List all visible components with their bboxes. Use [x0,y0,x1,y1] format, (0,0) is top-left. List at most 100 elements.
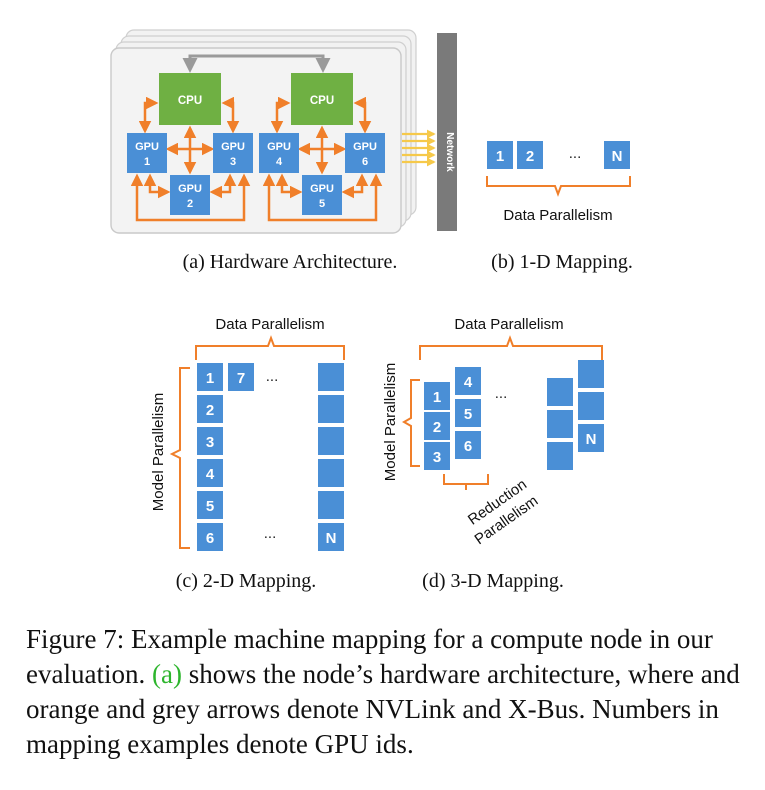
gpu-box [213,133,253,173]
subfigure-caption: (a) Hardware Architecture. [183,251,398,273]
network-arrows [402,129,436,167]
gpu-box [127,133,167,173]
gpu-cell [197,459,223,487]
gpu-stack-last: N [547,360,604,470]
gpu-cell-label: 6 [464,438,472,455]
gpu-label: GPU [221,141,245,153]
gpu-cell [455,367,481,395]
cpu-box [291,73,353,125]
gpu-cell [197,491,223,519]
gpu-cell-label: 3 [433,449,441,466]
xbus-arrow [182,54,331,73]
figure-caption: Figure 7: Example machine mapping for a … [26,622,751,762]
gpu-cell [318,427,344,455]
caption-panel-link[interactable]: (a) [151,659,182,689]
gpu-label: GPU [310,183,334,195]
data-parallelism-label: Data Parallelism [454,316,563,333]
gpu-cell [318,523,344,551]
gpu-cell-label: 2 [433,419,441,436]
gpu-id: 4 [276,156,283,168]
gpu-cell [487,141,513,169]
gpu-cell [547,410,573,438]
gpu-label: GPU [135,141,159,153]
gpu-cell [318,459,344,487]
gpu-column-first: 1 2 3 4 5 6 [197,363,223,551]
gpu-box [302,175,342,215]
network-bar [437,33,457,231]
gpu-box [170,175,210,215]
data-parallelism-brace [195,335,345,360]
ellipsis: ... [266,368,279,385]
gpu-cell [547,442,573,470]
gpu-cell-label: 5 [206,498,214,515]
gpu-box [345,133,385,173]
gpu-cell-label: 4 [464,374,473,391]
gpu-cell-label: 7 [237,370,245,387]
gpu-cell [517,141,543,169]
data-parallelism-brace [486,176,631,197]
gpu-id: 2 [187,198,193,210]
ellipsis: ... [264,525,277,542]
gpu-cell-label: 2 [526,148,534,165]
mapping-2d-panel: Data Parallelism Model Parallelism 1 2 3… [150,316,345,592]
gpu-id: 3 [230,156,236,168]
gpu-cell-label: 4 [206,466,215,483]
model-parallelism-brace [401,379,420,467]
network-label: Network [444,132,455,172]
gpu-cell [197,523,223,551]
reduction-parallelism-brace [443,474,489,485]
cpu-label: CPU [178,95,202,107]
gpu-cell [424,442,450,470]
gpu-id: 5 [319,198,325,210]
gpu-box [259,133,299,173]
hardware-architecture-panel: CPU CPU GPU 1 GPU 2 GPU 3 [110,29,457,273]
gpu-cell-label: 1 [433,389,441,406]
gpu-cell-label: 6 [206,530,214,547]
gpu-cell [228,363,254,391]
gpu-cell [318,395,344,423]
gpu-cell-label: 3 [206,434,214,451]
caption-suffix: shows the node’s hardware architecture, … [26,659,740,759]
gpu-label: GPU [178,183,202,195]
ellipsis: ... [569,145,582,162]
mapping-1d-panel: 1 2 ... N Data Parallelism (b) 1-D Mappi… [486,141,633,273]
gpu-cell-label: N [586,431,597,448]
gpu-id: 1 [144,156,150,168]
gpu-cell [578,392,604,420]
subfigure-caption: (c) 2-D Mapping. [176,570,317,592]
gpu-cell [197,427,223,455]
gpu-cell [547,378,573,406]
gpu-cell [578,360,604,388]
gpu-cell-label: 5 [464,406,472,423]
model-parallelism-label: Model Parallelism [150,393,167,511]
gpu-label: GPU [353,141,377,153]
gpu-cell [197,363,223,391]
gpu-cell-label: 2 [206,402,214,419]
gpu-cell [604,141,630,169]
gpu-cell [455,431,481,459]
brace-label: Data Parallelism [503,207,612,224]
cpu-label: CPU [310,95,334,107]
ellipsis: ... [495,385,508,402]
gpu-id: 6 [362,156,368,168]
nvlink-arrows [130,96,383,222]
model-parallelism-brace [169,367,190,549]
gpu-cell-label: 1 [496,148,504,165]
gpu-column-last: N [318,363,344,551]
data-parallelism-label: Data Parallelism [215,316,324,333]
gpu-cell [318,491,344,519]
gpu-cell-label: 1 [206,370,214,387]
mapping-3d-panel: Data Parallelism Model Parallelism 4 5 6… [382,316,604,592]
gpu-cell [455,399,481,427]
gpu-cell [197,395,223,423]
gpu-cell [424,382,450,410]
gpu-cell-label: N [326,530,337,547]
model-parallelism-label: Model Parallelism [382,363,399,481]
subfigure-caption: (d) 3-D Mapping. [422,570,564,592]
gpu-cell [578,424,604,452]
subfigure-caption: (b) 1-D Mapping. [491,251,633,273]
caption-prefix: Figure 7: Example machine mapping for a … [26,624,713,689]
cpu-box [159,73,221,125]
gpu-label: GPU [267,141,291,153]
